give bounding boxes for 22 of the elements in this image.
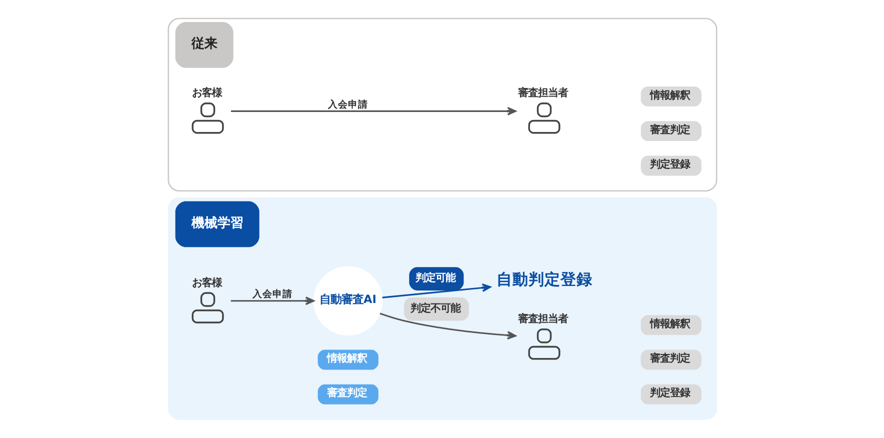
node-circle: 自動審査AI [312,266,382,336]
arrow [230,296,314,306]
arrow [230,106,516,116]
node-box: 情報解釈 [317,350,378,370]
node-box: 判定登録 [640,156,701,176]
node-box: 判定登録 [640,384,701,404]
arrow [382,283,491,298]
node-label: 審査担当者 [517,313,568,326]
node-text: 自動判定登録 [496,270,592,289]
edge-label: 入会申請 [252,289,292,300]
edge-label: 判定不可能 [410,302,460,314]
node-box: 審査判定 [640,350,701,370]
edge-label: 入会申請 [328,100,368,111]
node-box: 審査判定 [640,121,701,142]
arrow [379,312,516,340]
edge-label: 判定可能 [415,272,456,284]
node-box: 情報解釈 [640,315,701,336]
node-box: 審査判定 [317,384,378,404]
node-label: 審査担当者 [517,87,568,100]
node-box: 情報解釈 [640,86,701,106]
node-label: お客様 [191,276,222,289]
node-label: お客様 [191,87,222,100]
